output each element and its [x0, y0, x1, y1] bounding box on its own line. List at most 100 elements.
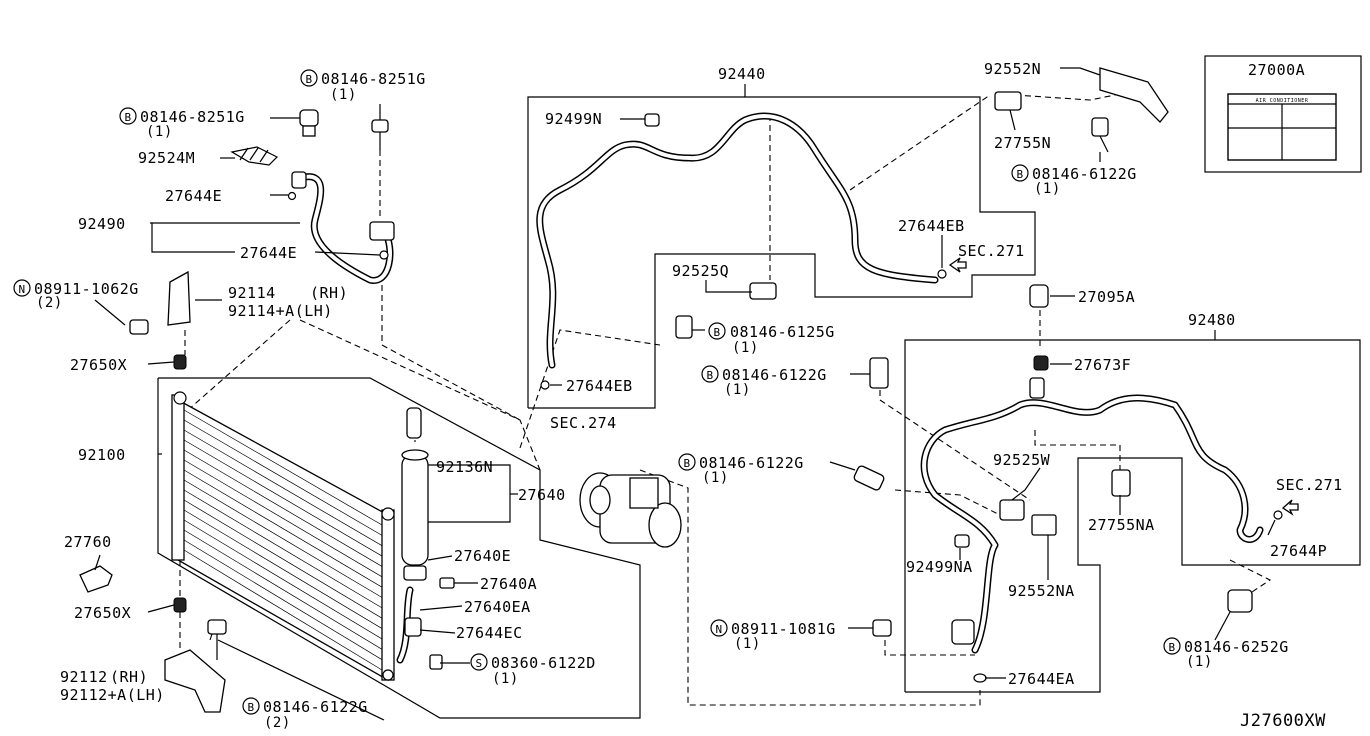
callout-nut-1062G: N 08911-1062G (2) — [13, 279, 138, 311]
frame-lines — [157, 55, 1362, 719]
label-08146-6122G-top: 08146-6122G — [1032, 165, 1137, 183]
label-92499NA: 92499NA — [906, 558, 973, 576]
label-27644EB-bottom: 27644EB — [566, 377, 633, 395]
label-92100: 92100 — [78, 446, 126, 464]
label-92136N: 92136N — [436, 458, 493, 476]
bolt-symbol: B — [1016, 168, 1023, 181]
label-08146-8251G-top: 08146-8251G — [321, 70, 426, 88]
label-92490: 92490 — [78, 215, 126, 233]
callout-bolt-6122G-center: B 08146-6122G (1) — [678, 453, 804, 486]
nut-symbol: N — [715, 623, 722, 636]
callout-bolt-6125G: B 08146-6125G (1) — [708, 322, 835, 356]
callout-screw-6122D: S 08360-6122D (1) — [470, 653, 596, 687]
condenser-fin — [183, 539, 383, 660]
condenser-fin — [183, 519, 383, 640]
condenser-fin — [183, 489, 383, 609]
label-92525Q: 92525Q — [672, 262, 729, 280]
bolt-symbol: B — [247, 701, 254, 714]
qty-6122D: (1) — [492, 671, 519, 687]
compressor — [579, 472, 682, 548]
qty-8251G-left: (1) — [146, 124, 173, 140]
label-08146-6122G-bottom: 08146-6122G — [263, 698, 368, 716]
label-92114A: 92114+A(LH) — [228, 302, 333, 320]
qty-1081G: (1) — [734, 636, 761, 652]
condenser-fin — [183, 429, 383, 547]
label-27640EA: 27640EA — [464, 598, 531, 616]
label-rh-2: (RH) — [110, 668, 148, 686]
label-92552N: 92552N — [984, 60, 1041, 78]
condenser-92100 — [171, 391, 395, 682]
leader-lines — [94, 67, 1276, 721]
label-27640A: 27640A — [480, 575, 537, 593]
condenser-fin — [183, 419, 383, 536]
label-27755NA: 27755NA — [1088, 516, 1155, 534]
label-27673F: 27673F — [1074, 356, 1131, 374]
label-27000A: 27000A — [1248, 61, 1305, 79]
label-92525W: 92525W — [993, 451, 1051, 469]
callout-bolt-6252G: B 08146-6252G (1) — [1163, 637, 1289, 670]
nut-symbol: N — [18, 283, 25, 296]
label-08911-1081G: 08911-1081G — [731, 620, 836, 638]
label-27644P: 27644P — [1270, 542, 1327, 560]
qty-8251G-top: (1) — [330, 87, 357, 103]
callout-bolt-top-right: B 08146-6122G (1) — [1011, 164, 1137, 197]
qty-6122G-center: (1) — [702, 470, 729, 486]
condenser-fin — [183, 479, 383, 598]
label-27640: 27640 — [518, 486, 566, 504]
small-parts — [79, 67, 1283, 713]
qty-6252G: (1) — [1186, 654, 1213, 670]
qty-6122G-bottom: (2) — [264, 715, 291, 731]
qty-1062G: (2) — [36, 295, 63, 311]
bolt-symbol: B — [713, 326, 720, 339]
label-08146-6252G: 08146-6252G — [1184, 638, 1289, 656]
label-08360-6122D: 08360-6122D — [491, 654, 596, 672]
label-sec271-right: SEC.271 — [1276, 476, 1343, 494]
label-27644EB-top: 27644EB — [898, 217, 965, 235]
dashed-leaders — [179, 89, 1272, 706]
label-92114: 92114 — [228, 284, 276, 302]
receiver-drier-27640 — [401, 407, 429, 581]
label-27760: 27760 — [64, 533, 112, 551]
label-27095A: 27095A — [1078, 288, 1135, 306]
label-92480: 92480 — [1188, 311, 1236, 329]
callout-bolt-6122G-mid: B 08146-6122G (1) — [701, 365, 826, 398]
qty-6122G-mid: (1) — [724, 382, 751, 398]
bolt-symbol: B — [706, 369, 713, 382]
callout-bolt-8251G-left: B 08146-8251G (1) — [119, 107, 244, 140]
label-27755N: 27755N — [994, 134, 1051, 152]
bolt-symbol: B — [305, 73, 312, 86]
label-08146-6125G: 08146-6125G — [730, 323, 835, 341]
bolt-symbol: B — [124, 111, 131, 124]
ac-label-card: AIR CONDITIONER — [1227, 93, 1337, 161]
label-rh-1: (RH) — [310, 284, 348, 302]
condenser-fin — [183, 499, 383, 619]
label-27640E: 27640E — [454, 547, 511, 565]
qty-6125G: (1) — [732, 340, 759, 356]
condenser-fin — [183, 449, 383, 567]
label-08146-6122G-center: 08146-6122G — [699, 454, 804, 472]
label-92499N: 92499N — [545, 110, 602, 128]
part-labels: 92440 92552N 27000A 92499N 27755N B 0814… — [13, 60, 1343, 731]
condenser-fin — [183, 409, 383, 526]
label-27644E-a: 27644E — [165, 187, 222, 205]
label-sec274: SEC.274 — [550, 414, 617, 432]
label-92552NA: 92552NA — [1008, 582, 1075, 600]
callout-bolt-6122G-bottom: B 08146-6122G (2) — [242, 697, 368, 731]
condenser-fin — [183, 529, 383, 650]
pipe-92490 — [296, 173, 394, 284]
condenser-fin — [183, 469, 383, 588]
callout-nut-1081G: N 08911-1081G (1) — [710, 619, 836, 652]
label-27644E-b: 27644E — [240, 244, 297, 262]
label-sec271-top: SEC.271 — [958, 242, 1025, 260]
label-27644EA: 27644EA — [1008, 670, 1075, 688]
label-27650X-top: 27650X — [70, 356, 127, 374]
section-arrows — [948, 257, 1299, 516]
label-27644EC: 27644EC — [456, 624, 523, 642]
hose-92480 — [920, 394, 1264, 654]
bolt-symbol: B — [683, 457, 690, 470]
ac-label-card-title: AIR CONDITIONER — [1256, 98, 1309, 104]
condenser-fin — [183, 549, 383, 671]
label-27650X-bottom: 27650X — [74, 604, 131, 622]
condenser-fin — [183, 509, 383, 629]
